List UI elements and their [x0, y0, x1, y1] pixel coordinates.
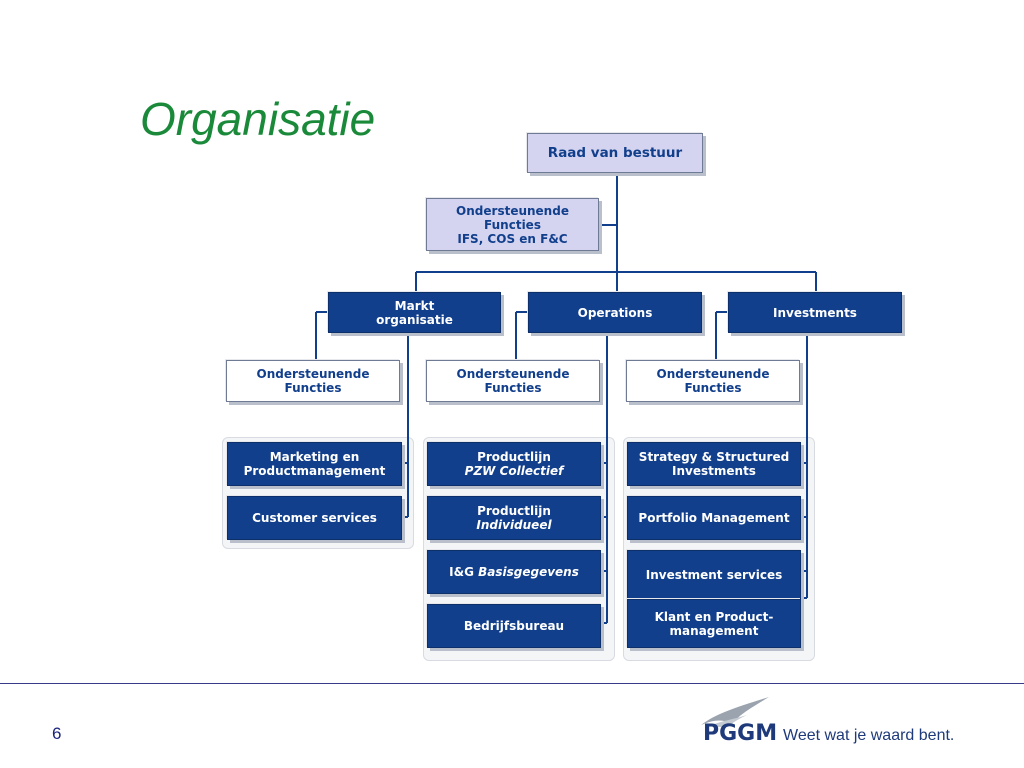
ig-basisgegevens-label: Basisgegevens: [478, 565, 579, 579]
productlijn-individueel-line2: Individueel: [476, 518, 552, 532]
klant-line2: management: [669, 623, 759, 638]
page-number: 6: [52, 724, 62, 743]
portfolio-management-label: Portfolio Management: [638, 511, 790, 525]
bedrijfsbureau-box: Bedrijfsbureau: [427, 604, 601, 648]
footer-divider: [0, 683, 1024, 684]
customer-services-box: Customer services: [227, 496, 402, 540]
productlijn-pzw-line1: Productlijn: [477, 450, 551, 464]
pggm-logo: PGGM Weet wat je waard bent.: [697, 695, 957, 755]
support-top-line3: IFS, COS en F&C: [457, 231, 568, 246]
ig-prefix: I&G: [449, 565, 479, 579]
support-top-line2: Functies: [484, 217, 541, 232]
marketing-productmanagement-box: Marketing en Productmanagement: [227, 442, 402, 486]
markt-head-line2: organisatie: [376, 312, 453, 327]
operations-head-label: Operations: [577, 305, 653, 320]
investments-head-label: Investments: [773, 305, 857, 320]
investment-services-label: Investment services: [645, 567, 783, 582]
support-investments-line2: Functies: [684, 381, 742, 395]
slide-title: Organisatie: [140, 93, 376, 145]
support-markt-line2: Functies: [284, 381, 342, 395]
pggm-slogan: Weet wat je waard bent.: [783, 727, 955, 744]
strategy-line2: Investments: [672, 464, 756, 478]
productlijn-pzw-line2: PZW Collectief: [464, 464, 564, 478]
marketing-line1: Marketing en: [269, 450, 360, 464]
pggm-brand: PGGM: [703, 721, 778, 746]
support-functions-investments-box: Ondersteunende Functies: [626, 360, 800, 402]
portfolio-management-box: Portfolio Management: [627, 496, 801, 540]
support-operations-line1: Ondersteunende: [456, 367, 570, 381]
investment-services-box: Investment services: [627, 550, 801, 599]
klant-en-productmanagement-box: Klant en Product- management: [627, 599, 801, 648]
investments-box: Investments: [728, 292, 902, 333]
markt-organisatie-box: Markt organisatie: [328, 292, 501, 333]
bedrijfsbureau-label: Bedrijfsbureau: [463, 619, 565, 633]
operations-box: Operations: [528, 292, 702, 333]
markt-head-line1: Markt: [394, 298, 435, 313]
customer-services-label: Customer services: [252, 511, 377, 525]
strategy-line1: Strategy & Structured: [638, 450, 790, 464]
support-functions-markt-box: Ondersteunende Functies: [226, 360, 400, 402]
marketing-line2: Productmanagement: [243, 464, 386, 478]
productlijn-individueel-line1: Productlijn: [477, 504, 551, 518]
raad-van-bestuur-label: Raad van bestuur: [547, 145, 683, 161]
productlijn-pzw-collectief-box: Productlijn PZW Collectief: [427, 442, 601, 486]
support-functions-operations-box: Ondersteunende Functies: [426, 360, 600, 402]
raad-van-bestuur-box: Raad van bestuur: [527, 133, 703, 173]
support-investments-line1: Ondersteunende: [656, 367, 770, 381]
support-top-line1: Ondersteunende: [456, 203, 569, 218]
ig-basisgegevens-box: I&G Basisgegevens: [427, 550, 601, 594]
bird-icon: [701, 697, 769, 727]
support-functions-top-box: Ondersteunende Functies IFS, COS en F&C: [426, 198, 599, 251]
productlijn-individueel-box: Productlijn Individueel: [427, 496, 601, 540]
support-markt-line1: Ondersteunende: [256, 367, 370, 381]
support-operations-line2: Functies: [484, 381, 542, 395]
strategy-structured-investments-box: Strategy & Structured Investments: [627, 442, 801, 486]
klant-line1: Klant en Product-: [654, 609, 774, 624]
